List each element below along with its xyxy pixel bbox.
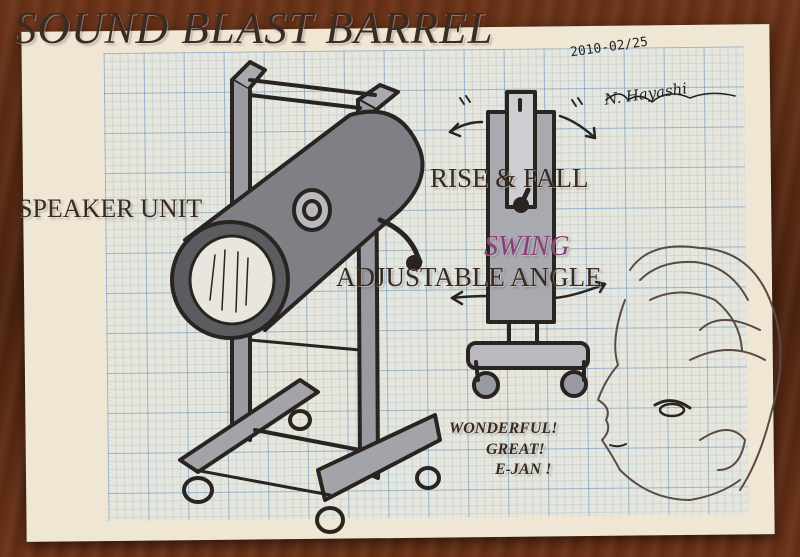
label-swing: SWING	[484, 231, 570, 262]
label-adjustable-angle: ADJUSTABLE ANGLE	[336, 262, 602, 292]
label-rise-fall: RISE & FALL	[430, 163, 589, 193]
sketch-title: SOUND BLAST BARREL	[14, 3, 494, 53]
caption-wonderful: WONDERFUL!	[449, 420, 558, 437]
front-view-stand	[466, 90, 590, 399]
face-sketch	[597, 245, 782, 501]
caption-e-jan: E-JAN !	[495, 461, 552, 478]
barrel-speaker	[170, 109, 425, 340]
signature-mark	[605, 92, 736, 103]
caption-great: GREAT!	[486, 441, 545, 458]
label-speaker-unit: SPEAKER UNIT	[18, 194, 203, 223]
motion-arrows	[448, 95, 607, 306]
